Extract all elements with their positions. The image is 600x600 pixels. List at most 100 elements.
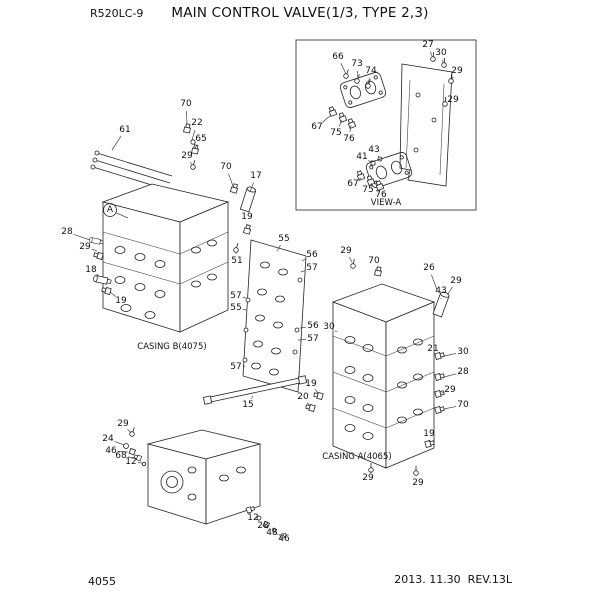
leader-line xyxy=(116,212,129,219)
callout-28: 28 xyxy=(257,521,269,531)
casing-b-assembly xyxy=(88,123,257,333)
view-a-box xyxy=(295,39,477,211)
callout-70: 70 xyxy=(180,99,192,109)
leader-line xyxy=(249,182,254,193)
callout-51: 51 xyxy=(231,256,242,266)
leader-line xyxy=(264,524,268,528)
gasket-plate xyxy=(242,239,307,393)
callout-70: 70 xyxy=(368,256,380,266)
callout-17: 17 xyxy=(250,171,261,181)
casing-a-assembly xyxy=(304,258,451,476)
leader-line xyxy=(367,160,372,163)
callout-29: 29 xyxy=(412,478,424,488)
callout-48: 48 xyxy=(266,528,278,538)
leader-line xyxy=(300,270,306,273)
callout-55: 55 xyxy=(278,234,289,244)
model-code: R520LC-9 xyxy=(90,7,144,20)
revision-stamp: 2013. 11.30 REV.13L xyxy=(394,573,512,586)
callout-19: 19 xyxy=(423,429,435,439)
callout-57: 57 xyxy=(230,291,241,301)
callout-70: 70 xyxy=(220,162,232,172)
callout-29: 29 xyxy=(117,419,129,429)
callout-29: 29 xyxy=(450,276,462,286)
leader-line xyxy=(340,63,347,75)
callout-28: 28 xyxy=(61,227,73,237)
callout-30: 30 xyxy=(435,48,447,58)
leader-line xyxy=(190,161,193,166)
leader-line xyxy=(443,353,457,357)
callout-46: 46 xyxy=(105,446,117,456)
callout-21: 21 xyxy=(427,344,438,354)
callout-29: 29 xyxy=(181,151,193,161)
callout-29: 29 xyxy=(447,95,459,105)
callout-65: 65 xyxy=(195,134,206,144)
leader-line xyxy=(357,70,359,80)
leader-line xyxy=(371,182,373,185)
leader-line xyxy=(451,76,454,80)
leader-line xyxy=(242,297,247,299)
callout-43: 43 xyxy=(435,286,446,296)
callout-74: 74 xyxy=(365,66,377,76)
callout-73: 73 xyxy=(351,59,362,69)
callout-19: 19 xyxy=(305,379,317,389)
leader-line xyxy=(73,233,91,241)
leader-line xyxy=(251,395,254,400)
diagram-label: CASING B(4075) xyxy=(137,342,206,352)
leader-line xyxy=(322,114,332,123)
leader-line xyxy=(430,51,433,57)
callout-67: 67 xyxy=(347,179,358,189)
leader-line xyxy=(301,258,307,262)
callout-41: 41 xyxy=(356,152,367,162)
callout-18: 18 xyxy=(85,265,97,275)
bottom-casing-assembly xyxy=(123,426,288,539)
callout-57: 57 xyxy=(306,263,317,273)
leader-line xyxy=(377,155,380,158)
callout-57: 57 xyxy=(307,334,318,344)
spool-rod xyxy=(202,375,308,405)
leader-line xyxy=(242,309,247,311)
view-marker-circle xyxy=(103,203,117,217)
callout-29: 29 xyxy=(79,242,91,252)
callout-76: 76 xyxy=(343,134,355,144)
diagram-label: VIEW-A xyxy=(371,198,402,208)
leader-line xyxy=(349,124,352,133)
leader-line xyxy=(447,286,453,295)
leader-line xyxy=(443,406,457,410)
callout-19: 19 xyxy=(241,212,253,222)
callout-56: 56 xyxy=(307,321,319,331)
leader-line xyxy=(307,402,311,407)
leader-line xyxy=(315,389,319,394)
leader-line xyxy=(247,511,249,513)
leader-line xyxy=(358,177,362,181)
leader-line xyxy=(443,373,457,378)
callout-24: 24 xyxy=(102,434,114,444)
callout-61: 61 xyxy=(119,125,130,135)
callout-29: 29 xyxy=(451,66,463,76)
callout-29: 29 xyxy=(444,385,456,395)
callout-75: 75 xyxy=(362,185,373,195)
leader-line xyxy=(338,119,343,127)
leader-line xyxy=(127,456,136,459)
leader-line xyxy=(276,244,281,252)
leader-line xyxy=(117,451,129,453)
page-title: MAIN CONTROL VALVE(1/3, TYPE 2,3) xyxy=(171,5,429,21)
leader-line xyxy=(297,339,307,341)
leader-line xyxy=(109,291,116,297)
leader-line xyxy=(91,248,98,252)
callout-20: 20 xyxy=(297,392,309,402)
callout-19: 19 xyxy=(115,296,127,306)
callout-66: 66 xyxy=(332,52,344,62)
callout-12: 12 xyxy=(125,457,136,467)
callout-28: 28 xyxy=(457,367,469,377)
leader-line xyxy=(186,110,188,125)
valve-end-plate xyxy=(399,63,453,187)
diagram-label: CASING A(4065) xyxy=(322,452,391,462)
leader-line xyxy=(349,256,353,263)
leader-line xyxy=(111,135,122,151)
callout-30: 30 xyxy=(323,322,335,332)
view-marker-letter: A xyxy=(107,205,114,215)
callout-29: 29 xyxy=(340,246,352,256)
